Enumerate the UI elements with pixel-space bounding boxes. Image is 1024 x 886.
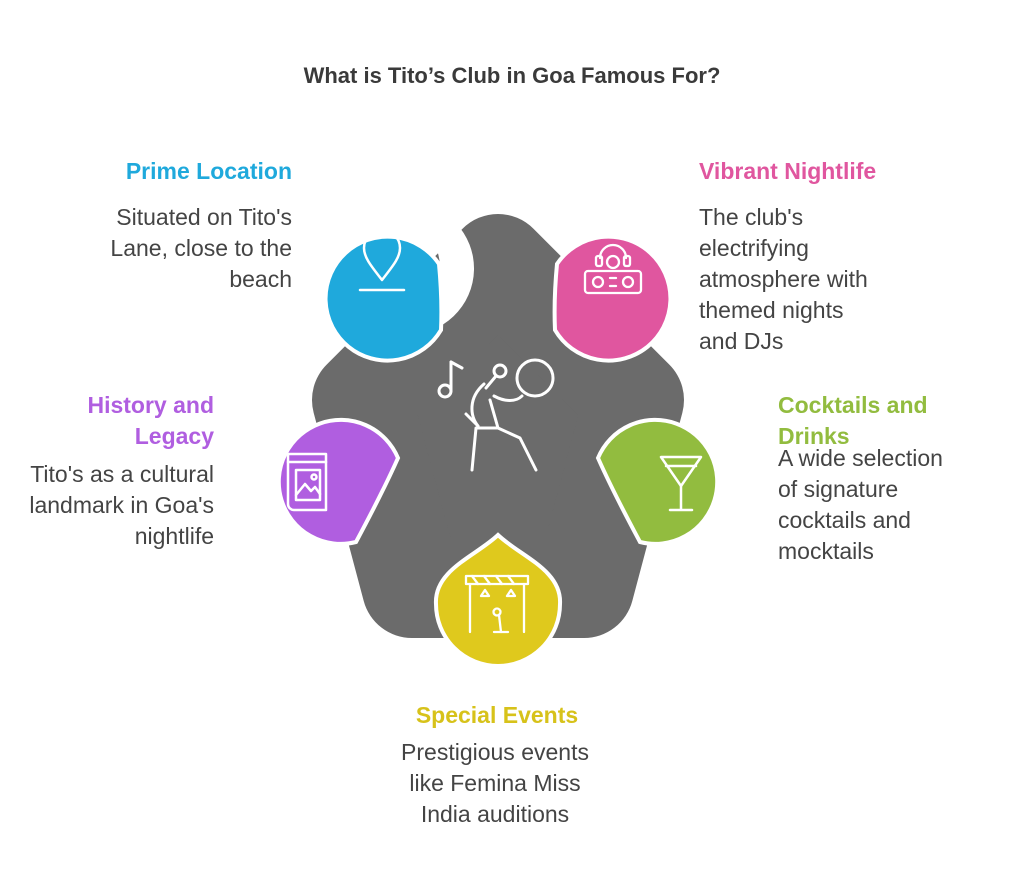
dj-headphones-icon (583, 243, 643, 295)
teardrop-cocktails-shape (595, 417, 720, 546)
picture-book-icon (286, 452, 328, 512)
heading-prime-location: Prime Location (125, 158, 292, 184)
page-title: What is Tito’s Club in Goa Famous For? (303, 63, 721, 88)
heading-special-events: Special Events (415, 702, 579, 728)
stage-microphone-icon (464, 574, 530, 634)
teardrop-events-shape (433, 532, 563, 668)
desc-prime-location: Situated on Tito's Lane, close to the be… (110, 204, 292, 292)
teardrop-history-shape (276, 417, 401, 546)
teardrop-location-shape (323, 234, 444, 363)
heading-cocktails-drinks: Cocktails and Drinks (778, 392, 928, 449)
cocktail-glass-icon (659, 455, 703, 512)
dancer-music-icon (437, 358, 555, 472)
heading-history-legacy: History and Legacy (87, 392, 214, 449)
location-pin-icon (358, 228, 406, 292)
heading-vibrant-nightlife: Vibrant Nightlife (699, 158, 877, 184)
desc-cocktails-drinks: A wide selection of signature cocktails … (778, 445, 943, 564)
teardrop-nightlife-shape (552, 234, 673, 363)
desc-vibrant-nightlife: The club's electrifying atmosphere with … (699, 204, 868, 354)
desc-special-events: Prestigious events like Femina Miss Indi… (401, 739, 589, 827)
desc-history-legacy: Tito's as a cultural landmark in Goa's n… (29, 461, 214, 549)
teardrop-location (384, 202, 475, 330)
